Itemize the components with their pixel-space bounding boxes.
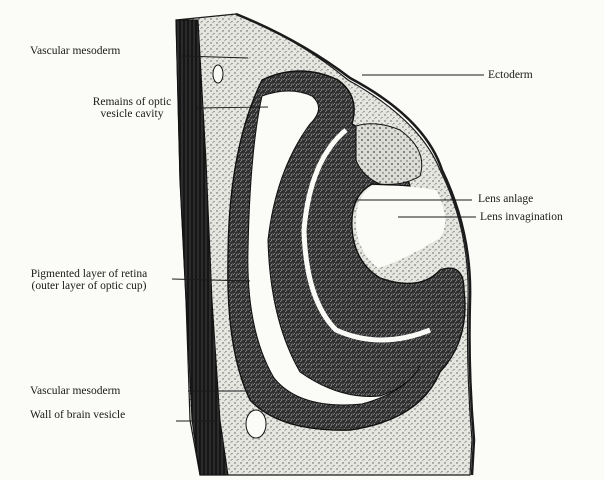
leader-lines xyxy=(171,55,484,422)
label-lens-invagination: Lens invagination xyxy=(480,211,563,223)
label-vascular-mesoderm-top: Vascular mesoderm xyxy=(30,45,121,57)
leader-vascular-top xyxy=(181,55,249,59)
lens-invagination xyxy=(356,185,446,268)
blood-vessel-top xyxy=(212,64,224,84)
label-lens-anlage: Lens anlage xyxy=(478,193,534,205)
cavity-stripe xyxy=(301,128,431,343)
label-remains-optic-vesicle: Remains of optic vesicle cavity xyxy=(68,96,196,120)
ectoderm-layer xyxy=(235,12,476,476)
label-wall-brain-vesicle: Wall of brain vesicle xyxy=(30,409,126,421)
label-remains-line2: vesicle cavity xyxy=(100,108,164,120)
brain-vesicle-wall xyxy=(175,19,229,476)
leader-pigmented xyxy=(171,278,251,282)
leader-remains xyxy=(195,106,269,109)
label-pigmented-layer: Pigmented layer of retina (outer layer o… xyxy=(8,268,170,292)
blood-vessel-bottom xyxy=(245,409,267,439)
label-pigmented-line2: (outer layer of optic cup) xyxy=(31,280,147,292)
label-ectoderm: Ectoderm xyxy=(488,69,533,81)
label-vascular-mesoderm-bottom: Vascular mesoderm xyxy=(30,385,121,397)
label-pigmented-line1: Pigmented layer of retina xyxy=(30,268,148,280)
optic-vesicle-cavity xyxy=(247,90,421,406)
lens-anlage xyxy=(355,123,423,185)
label-remains-line1: Remains of optic xyxy=(92,96,172,108)
